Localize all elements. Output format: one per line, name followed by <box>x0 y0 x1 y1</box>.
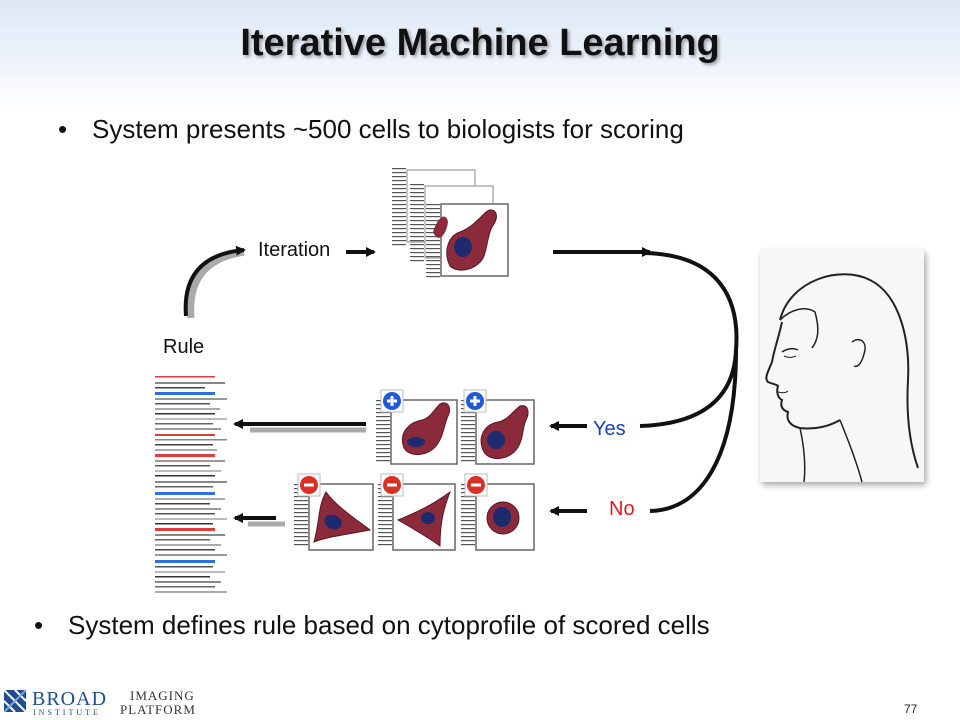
bullet-text-scoring: System presents ~500 cells to biologists… <box>92 114 684 144</box>
page-number: 77 <box>904 702 918 716</box>
logo-broad-text: BROAD <box>32 688 108 710</box>
rule-barcode <box>155 376 227 593</box>
negative-to-rule-arrow <box>233 513 285 527</box>
positive-cell-2 <box>461 389 535 465</box>
logo-institute-text: INSTITUTE <box>33 708 101 717</box>
bullet-scoring: • System presents ~500 cells to biologist… <box>58 114 684 145</box>
logo-imaging-text: IMAGING <box>130 688 195 703</box>
bullet-text-rule: System defines rule based on cytoprofile… <box>68 610 710 640</box>
positive-cell-1 <box>376 389 458 465</box>
negative-cell-1 <box>294 473 374 551</box>
no-label: No <box>609 498 635 520</box>
no-return-curve <box>649 349 738 513</box>
bullet-dot: • <box>34 610 44 640</box>
stack-to-biologist-arrow <box>553 247 739 351</box>
broad-imaging-logo: BROAD INSTITUTE IMAGING PLATFORM <box>4 688 204 718</box>
negative-cell-3 <box>461 473 535 551</box>
biologist-face-panel <box>760 250 924 483</box>
presented-cell-stack <box>392 168 509 278</box>
iteration-label: Iteration <box>258 239 331 261</box>
logo-platform-text: PLATFORM <box>120 702 196 717</box>
broad-logo-icon <box>4 690 26 712</box>
bullet-rule: • System defines rule based on cytoprofil… <box>34 610 710 641</box>
yes-return-curve <box>639 349 738 428</box>
positive-to-rule-arrow <box>233 419 366 433</box>
slide-title: Iterative Machine Learning <box>240 22 720 64</box>
rule-to-iteration-arrow <box>183 245 246 319</box>
title-banner <box>0 0 960 110</box>
biologist-face-icon <box>765 273 919 483</box>
bullet-dot: • <box>58 114 68 144</box>
yes-label: Yes <box>593 418 626 440</box>
rule-label: Rule <box>163 336 205 358</box>
negative-cell-2 <box>378 473 456 551</box>
